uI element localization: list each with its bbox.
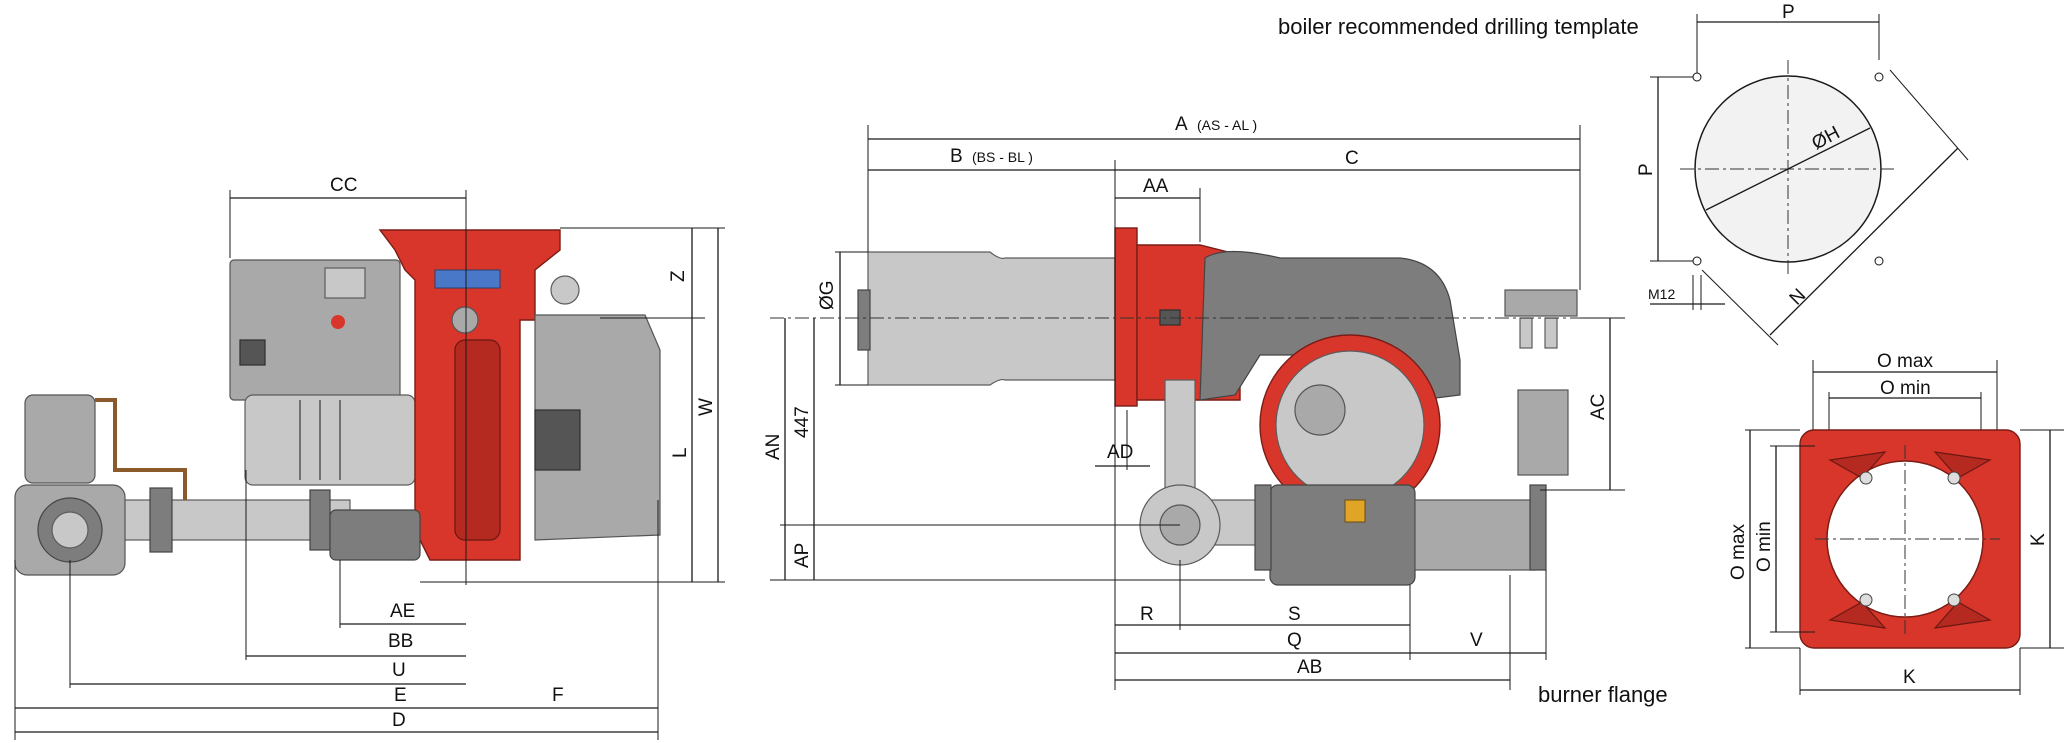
- switch: [239, 339, 266, 366]
- knob: [451, 306, 479, 334]
- label-bb: BB: [388, 631, 413, 652]
- pressure-switch-block: [1517, 389, 1569, 476]
- valve-stem: [1544, 317, 1558, 349]
- front-flange-plate: [1114, 227, 1138, 407]
- display-panel: [324, 267, 366, 299]
- label-p-side: P: [1636, 163, 1657, 176]
- label-ac: AC: [1588, 394, 1609, 420]
- side-view-dimensions: CC Z W L AE BB U E F D: [14, 175, 725, 740]
- label-o-min-top: O min: [1880, 378, 1931, 399]
- filter-flange: [1529, 484, 1547, 571]
- copper-tube: [95, 398, 187, 500]
- label-o-min-side: O min: [1754, 521, 1775, 572]
- servo-motor-dial: [1294, 384, 1346, 436]
- label-cc: CC: [330, 175, 357, 196]
- burner-flange-caption: burner flange: [1538, 682, 1668, 707]
- flange-hole: [1947, 593, 1961, 607]
- label-w: W: [696, 398, 717, 416]
- bolt-hole: [1692, 256, 1702, 266]
- label-ab: AB: [1297, 657, 1322, 678]
- blast-tube-ring: [857, 289, 871, 351]
- motor: [244, 394, 416, 486]
- valve-flange: [1254, 484, 1272, 571]
- gas-train-head: [1504, 289, 1578, 317]
- label-447: 447: [792, 406, 813, 438]
- yellow-coil: [1344, 499, 1366, 523]
- servomotor: [534, 409, 581, 471]
- label-r: R: [1140, 604, 1154, 625]
- label-l: L: [670, 447, 691, 458]
- label-b: B: [950, 146, 963, 167]
- dim-line-n: [1769, 147, 1959, 336]
- flange-rib: [1828, 451, 1887, 479]
- label-z: Z: [668, 270, 689, 282]
- label-u: U: [392, 660, 406, 681]
- ext-line: [1889, 69, 1969, 161]
- gas-filter: [1414, 499, 1536, 571]
- flange-hole: [1859, 593, 1873, 607]
- label-k-bottom: K: [1903, 667, 1916, 688]
- pipe-flange-2: [309, 489, 331, 551]
- control-box: [229, 259, 401, 401]
- label-f: F: [552, 685, 564, 706]
- ext-line: [1701, 269, 1779, 346]
- label-ap: AP: [792, 543, 813, 568]
- label-an: AN: [763, 434, 784, 460]
- label-ad: AD: [1107, 442, 1133, 463]
- red-housing-inner: [454, 339, 501, 541]
- flange-hole: [1947, 471, 1961, 485]
- valve-stem: [1519, 317, 1533, 349]
- side-view-burner: [14, 229, 661, 576]
- label-a-sub: (AS - AL ): [1197, 117, 1257, 133]
- sight-window: [434, 269, 501, 289]
- label-ae: AE: [390, 601, 415, 622]
- flange-rib: [1933, 451, 1992, 479]
- label-m12: M12: [1648, 286, 1675, 302]
- flange-hole: [1859, 471, 1873, 485]
- gas-pressure-switch: [24, 394, 96, 484]
- label-s: S: [1288, 604, 1301, 625]
- fan-housing-inner: [1275, 350, 1425, 500]
- front-view-dimensions: A (AS - AL ) B (BS - BL ) C AA ØG AN 447…: [763, 114, 1625, 690]
- flange-rib: [1828, 601, 1887, 629]
- label-e: E: [394, 685, 407, 706]
- label-a: A: [1175, 114, 1188, 135]
- gas-valve: [329, 509, 421, 561]
- label-o-max-side: O max: [1728, 524, 1749, 580]
- label-b-sub: (BS - BL ): [972, 149, 1033, 165]
- burner-flange-view: O max O min O max O min K K: [1728, 351, 2064, 695]
- reset-button: [331, 315, 345, 329]
- air-box: [534, 314, 661, 541]
- valve-core: [51, 511, 89, 549]
- label-o-max-top: O max: [1877, 351, 1933, 372]
- drilling-template-caption: boiler recommended drilling template: [1278, 14, 1639, 39]
- label-n: N: [1786, 285, 1811, 310]
- label-d: D: [392, 710, 406, 731]
- gas-valve-block: [1269, 484, 1416, 586]
- label-q: Q: [1287, 630, 1302, 651]
- label-p-top: P: [1782, 2, 1795, 23]
- bolt-hole: [1874, 72, 1884, 82]
- label-aa: AA: [1143, 176, 1169, 197]
- bolt-hole: [1692, 72, 1702, 82]
- label-c: C: [1345, 148, 1359, 169]
- front-view-burner: [857, 227, 1578, 586]
- pipe-flange: [149, 487, 173, 553]
- flange-rib: [1933, 601, 1992, 629]
- label-k-side: K: [2028, 533, 2049, 546]
- label-g: ØG: [817, 280, 838, 310]
- pressure-gauge: [550, 275, 580, 305]
- drilling-template: P P ØH N M12: [1636, 2, 1969, 346]
- label-v: V: [1470, 630, 1483, 651]
- dim-line-h: [1705, 127, 1871, 211]
- bolt-hole: [1874, 256, 1884, 266]
